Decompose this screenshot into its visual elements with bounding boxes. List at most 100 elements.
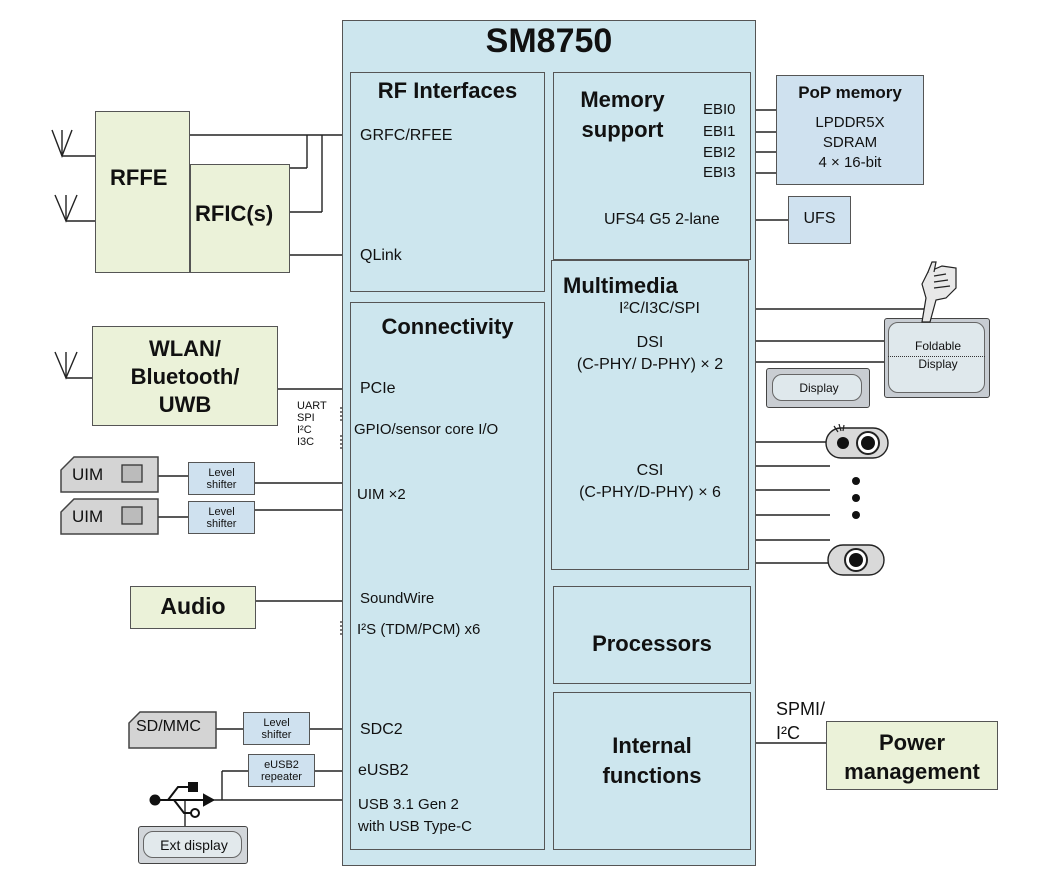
level-shifter-line1: Level xyxy=(263,717,290,729)
audio-box xyxy=(130,586,256,629)
level-shifter-line2: shifter xyxy=(206,518,237,530)
level-shifter-uim-1: Level shifter xyxy=(188,462,255,495)
grfc-label: GRFC/RFEE xyxy=(360,127,453,144)
ufs-box xyxy=(788,196,851,244)
audio-label: Audio xyxy=(160,593,226,619)
camera-flash-icon xyxy=(825,424,889,459)
spmi-label: SPMI/ I²C xyxy=(776,697,825,745)
bus-labels: UART SPI I²C I3C xyxy=(297,400,327,448)
dsi-line2: (C-PHY/ D-PHY) × 2 xyxy=(576,356,724,373)
pop-line-3: 4 × 16-bit xyxy=(818,154,882,171)
power-line1: Power xyxy=(878,730,946,755)
ufs-lane-label: UFS4 G5 2-lane xyxy=(604,211,720,228)
ext-display-label: Ext display xyxy=(160,837,228,853)
wlan-line2: Bluetooth/ xyxy=(130,364,240,389)
foldable-line2: Display xyxy=(918,357,958,371)
memory-support-title: Memory support xyxy=(560,85,685,145)
display-device: Display xyxy=(766,368,870,408)
pop-memory-details: LPDDR5X SDRAM 4 × 16-bit xyxy=(776,113,924,173)
uim-x2-label: UIM ×2 xyxy=(357,486,406,503)
usb-icon xyxy=(149,782,214,818)
multimedia-title: Multimedia xyxy=(563,273,678,298)
foldable-display: Foldable Display xyxy=(884,318,990,398)
csi-line2: (C-PHY/D-PHY) × 6 xyxy=(579,484,721,501)
rfic-box xyxy=(190,164,290,273)
pcie-label: PCIe xyxy=(360,380,396,397)
chip-title: SM8750 xyxy=(485,22,613,60)
pop-memory-title: PoP memory xyxy=(798,83,902,102)
rf-interfaces-block xyxy=(350,72,545,292)
uim-card-1-label: UIM xyxy=(72,465,104,484)
level-shifter-line2: shifter xyxy=(206,479,237,491)
soundwire-label: SoundWire xyxy=(360,590,435,607)
i2c-i3c-spi-label: I²C/I3C/SPI xyxy=(619,300,700,317)
eusb2-repeater: eUSB2 repeater xyxy=(248,754,315,787)
csi-label: CSI (C-PHY/D-PHY) × 6 xyxy=(553,460,747,504)
uim-card-1 xyxy=(60,456,159,493)
memory-title-line1: Memory xyxy=(580,87,665,112)
i2s-label: I²S (TDM/PCM) x6 xyxy=(357,621,481,638)
level-shifter-uim-2: Level shifter xyxy=(188,501,255,534)
pop-line-1: LPDDR5X xyxy=(815,114,885,131)
eusb2-repeater-line2: repeater xyxy=(261,771,302,783)
wlan-bt-uwb-label: WLAN/ Bluetooth/ UWB xyxy=(92,335,278,419)
level-shifter-line1: Level xyxy=(208,467,235,479)
power-management-label: Power management xyxy=(826,728,998,786)
usb-label: USB 3.1 Gen 2 with USB Type-C xyxy=(358,794,472,838)
wlan-line1: WLAN/ xyxy=(148,336,222,361)
internal-line2: functions xyxy=(602,763,702,788)
uim-card-2-label: UIM xyxy=(72,507,104,526)
uart-label: UART xyxy=(297,400,327,412)
wlan-line3: UWB xyxy=(158,392,212,417)
gpio-label: GPIO/sensor core I/O xyxy=(354,421,499,438)
level-shifter-line2: shifter xyxy=(261,729,292,741)
processors-title: Processors xyxy=(592,631,712,656)
display-label: Display xyxy=(799,381,839,395)
internal-functions-title: Internal functions xyxy=(553,731,751,791)
eusb2-label: eUSB2 xyxy=(358,762,409,779)
memory-support-block xyxy=(553,72,751,260)
sd-mmc-card xyxy=(128,711,217,749)
rf-interfaces-title: RF Interfaces xyxy=(377,78,518,103)
level-shifter-line1: Level xyxy=(208,506,235,518)
power-management-box xyxy=(826,721,998,790)
foldable-line1: Foldable xyxy=(914,339,962,353)
touch-hand-icon xyxy=(921,261,957,323)
eusb2-repeater-line1: eUSB2 xyxy=(264,759,299,771)
rffe-box xyxy=(95,111,190,273)
spmi-line1: SPMI/ xyxy=(776,699,826,719)
memory-title-line2: support xyxy=(581,117,664,142)
sdc2-label: SDC2 xyxy=(360,721,403,738)
rfic-label: RFIC(s) xyxy=(195,201,274,226)
connectivity-title: Connectivity xyxy=(381,314,514,339)
pop-memory-box xyxy=(776,75,924,185)
multimedia-block xyxy=(551,260,749,570)
ufs-label: UFS xyxy=(803,210,836,227)
internal-line1: Internal xyxy=(612,733,692,758)
display-screen xyxy=(772,374,862,401)
power-line2: management xyxy=(844,759,980,784)
internal-functions-block xyxy=(553,692,751,850)
dsi-label: DSI (C-PHY/ D-PHY) × 2 xyxy=(553,332,747,376)
spi-label: SPI xyxy=(297,412,315,424)
csi-line1: CSI xyxy=(636,462,664,479)
uim-card-2 xyxy=(60,498,159,535)
connectivity-block xyxy=(350,302,545,850)
sd-mmc-label: SD/MMC xyxy=(136,718,201,735)
camera-icon xyxy=(827,544,885,576)
wlan-bt-uwb-box xyxy=(92,326,278,426)
dsi-line1: DSI xyxy=(636,334,664,351)
level-shifter-sd: Level shifter xyxy=(243,712,310,745)
i2c-label: I²C xyxy=(297,424,312,436)
i3c-label: I3C xyxy=(297,436,315,448)
ext-display-device: Ext display xyxy=(138,826,248,864)
ebi3-label: EBI3 xyxy=(703,164,736,181)
ebi0-label: EBI0 xyxy=(703,101,736,118)
rffe-label: RFFE xyxy=(110,165,168,190)
ebi1-label: EBI1 xyxy=(703,123,736,140)
fold-line xyxy=(888,356,985,357)
ebi2-label: EBI2 xyxy=(703,144,736,161)
foldable-screen xyxy=(888,322,985,393)
pop-line-2: SDRAM xyxy=(822,134,878,151)
